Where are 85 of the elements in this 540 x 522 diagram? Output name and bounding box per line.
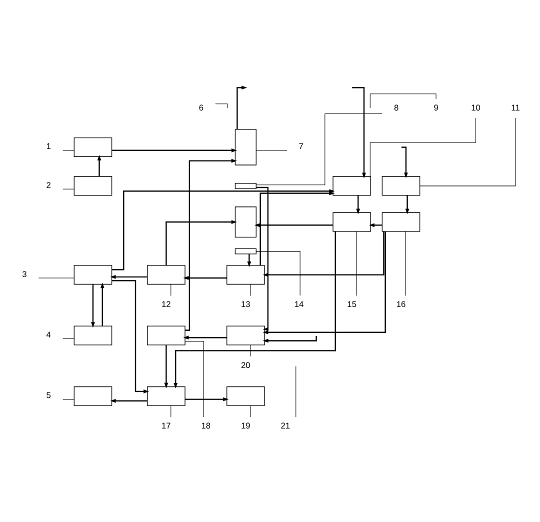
connector — [62, 398, 74, 400]
arrow — [164, 344, 168, 388]
arrow — [368, 222, 382, 227]
connector — [184, 340, 204, 417]
node-text: 9 — [434, 102, 438, 112]
node-text: 21 — [280, 420, 290, 430]
arrow — [183, 335, 227, 340]
arrow — [405, 194, 410, 214]
arrow — [91, 284, 95, 328]
arrow — [236, 85, 248, 129]
node-box — [74, 325, 112, 345]
node-box — [226, 386, 265, 406]
arrow — [166, 220, 237, 265]
arrow — [185, 158, 237, 330]
node-box — [147, 325, 186, 345]
arrow — [100, 282, 104, 326]
node-box — [147, 264, 186, 284]
node-text: 19 — [241, 420, 250, 430]
node-text: 3 — [22, 268, 27, 278]
arrow — [247, 254, 252, 267]
connector — [405, 230, 406, 296]
arrow — [110, 274, 148, 278]
arrow — [112, 279, 150, 393]
arrow — [112, 148, 238, 152]
node-text: 14 — [294, 298, 304, 309]
node-text: 1 — [46, 140, 51, 151]
node-box — [382, 176, 420, 196]
node-text: 20 — [241, 359, 250, 370]
connector — [250, 344, 251, 356]
connector — [356, 230, 357, 296]
arrow — [185, 396, 229, 401]
arrow — [183, 276, 227, 280]
node-text: 6 — [198, 102, 204, 112]
node-box — [74, 386, 112, 406]
connector — [215, 103, 228, 108]
connector — [370, 117, 476, 176]
connector — [256, 250, 300, 296]
node-text: 4 — [46, 328, 51, 339]
node-box — [234, 248, 256, 254]
arrow — [174, 230, 336, 388]
node-text: 5 — [46, 390, 51, 400]
node-text: 12 — [162, 298, 171, 309]
arrow — [110, 398, 148, 402]
node-text: 10 — [471, 102, 480, 112]
node-box — [234, 206, 256, 238]
arrow — [112, 188, 335, 270]
node-text: 15 — [347, 298, 356, 309]
connector — [250, 404, 251, 417]
node-text: 13 — [241, 298, 250, 309]
connector — [62, 188, 74, 189]
connector — [370, 93, 436, 108]
arrow — [356, 194, 360, 214]
arrow — [254, 222, 333, 227]
node-box — [74, 176, 112, 196]
node-box — [74, 136, 112, 156]
node-box — [332, 176, 371, 196]
arrow — [401, 146, 408, 178]
connector — [170, 284, 172, 296]
connector — [170, 404, 172, 417]
node-text: 11 — [511, 102, 520, 112]
node-text: 2 — [46, 179, 51, 190]
arrow — [262, 335, 317, 342]
node-box — [147, 386, 186, 406]
node-text: 18 — [201, 420, 211, 430]
arrow — [262, 231, 386, 334]
arrow — [97, 154, 102, 176]
arrow — [262, 230, 384, 276]
connector — [38, 277, 74, 278]
arrow — [256, 186, 269, 331]
node-text: 8 — [394, 102, 399, 112]
node-text: 17 — [162, 420, 171, 430]
node-box — [382, 212, 420, 232]
node-box — [74, 264, 112, 284]
node-text: 7 — [298, 140, 304, 151]
node-box — [234, 128, 256, 165]
node-box — [234, 182, 256, 188]
node-text: 16 — [396, 298, 406, 309]
connector — [420, 117, 516, 186]
node-box — [226, 325, 265, 345]
arrow — [352, 86, 366, 178]
node-box — [226, 264, 265, 284]
arrow — [260, 190, 335, 265]
connector — [256, 113, 382, 185]
node-box — [332, 212, 371, 232]
connector — [250, 284, 251, 296]
